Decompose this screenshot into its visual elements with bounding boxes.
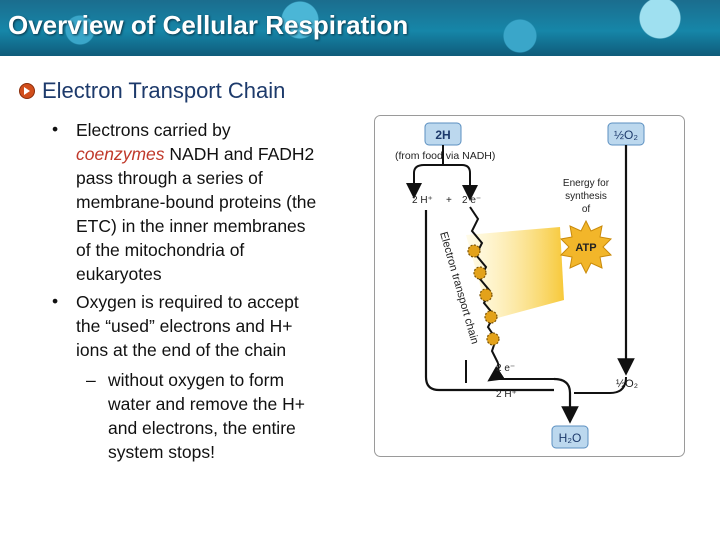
carrier-icon: [486, 332, 500, 346]
bullet-marker: •: [52, 119, 59, 139]
bullet1-line1: Electrons carried by: [76, 120, 231, 140]
section-bullet-icon: [19, 83, 35, 99]
carrier-protein-icons: [467, 244, 500, 346]
carrier-icon: [479, 288, 493, 302]
h-plus-bottom-label: 2 H⁺: [496, 389, 517, 400]
carrier-icon: [473, 266, 487, 280]
bullet2-line3: ions at the end of the chain: [76, 340, 287, 360]
bullet2-line1: Oxygen is required to accept: [76, 292, 299, 312]
atp-burst-icon: [559, 219, 613, 275]
etc-diagram: 2H (from food via NADH) 2 H⁺ + 2 e⁻ Elec…: [374, 115, 685, 457]
h-plus-top-label: 2 H⁺: [412, 195, 433, 206]
e-minus-bottom-label: 2 e⁻: [496, 363, 515, 374]
bullet1-line4: membrane-bound proteins (the: [76, 192, 317, 212]
sub-line4: system stops!: [108, 442, 215, 462]
atp-label: ATP: [575, 242, 596, 254]
e-minus-top-label: 2 e⁻: [462, 195, 481, 206]
energy-line1: Energy for: [563, 178, 610, 189]
carrier-icon: [467, 244, 481, 258]
combine-arrow: [553, 377, 579, 424]
bullet1-line2: coenzymes NADH and FADH2: [76, 142, 314, 166]
plus-sign: +: [446, 195, 452, 206]
bullet1-line3: pass through a series of: [76, 168, 263, 188]
sub-line2: water and remove the H+: [108, 394, 305, 414]
half-o2-bottom-label: ½O₂: [616, 378, 638, 390]
bullet1-line6: of the mitochondria of: [76, 240, 245, 260]
water-label: H₂O: [559, 431, 582, 445]
water-box: [551, 425, 589, 449]
energy-line2: synthesis: [565, 191, 607, 202]
bullet-marker: •: [52, 291, 59, 311]
electron-out-arrow: [487, 362, 506, 382]
bullet1-line5: ETC) in the inner membranes: [76, 216, 306, 236]
bullet1-line7: eukaryotes: [76, 264, 162, 284]
h-plus-path: [424, 210, 554, 392]
carrier-icon: [484, 310, 498, 324]
coenzymes-term: coenzymes: [76, 144, 165, 164]
energy-line3: of: [582, 204, 591, 215]
bullet1-line2-rest: NADH and FADH2: [164, 144, 315, 164]
oxygen-merge-line: [574, 376, 627, 394]
from-food-label: (from food via NADH): [395, 150, 495, 162]
title-banner: Overview of Cellular Respiration: [0, 0, 720, 56]
split-arrow: [413, 164, 471, 189]
sub-line1: without oxygen to form: [108, 370, 285, 390]
two-h-label: 2H: [435, 128, 450, 142]
sub-bullet-dash: –: [86, 370, 96, 390]
section-heading: Electron Transport Chain: [42, 78, 286, 103]
half-o2-top-label: ½O₂: [614, 128, 638, 142]
sub-line3: and electrons, the entire: [108, 418, 296, 438]
slide-title: Overview of Cellular Respiration: [8, 10, 409, 40]
bullet2-line2: the “used” electrons and H+: [76, 316, 293, 336]
